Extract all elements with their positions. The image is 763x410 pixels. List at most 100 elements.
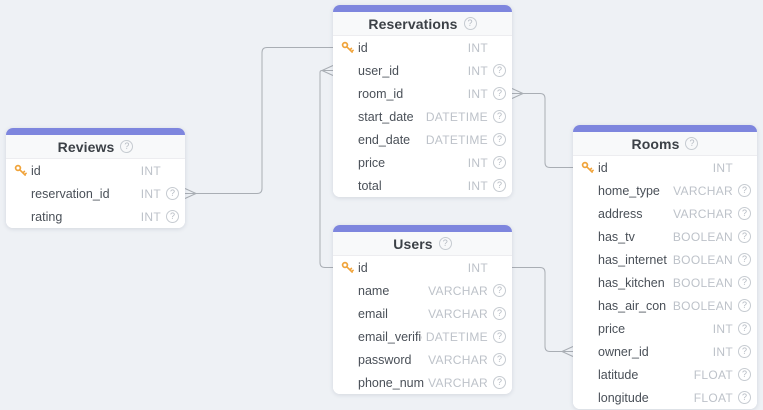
field-row-rating[interactable]: ratingINT? [6, 205, 185, 228]
field-help-icon[interactable]: ? [493, 133, 506, 146]
field-help-icon[interactable]: ? [738, 391, 751, 404]
table-reviews[interactable]: Reviews?idINTreservation_idINT?ratingINT… [6, 128, 185, 228]
field-help-icon[interactable]: ? [738, 299, 751, 312]
field-name: id [31, 164, 137, 178]
field-help-icon[interactable]: ? [493, 330, 506, 343]
field-help-icon[interactable]: ? [493, 179, 506, 192]
field-type: BOOLEAN [673, 299, 733, 313]
field-row-reservation_id[interactable]: reservation_idINT? [6, 182, 185, 205]
field-help-icon[interactable]: ? [738, 345, 751, 358]
relationship-line[interactable] [320, 66, 333, 268]
field-row-price[interactable]: priceINT? [333, 151, 512, 174]
field-row-has_internet[interactable]: has_internetBOOLEAN? [573, 248, 757, 271]
table-title: Reviews [58, 139, 115, 155]
field-row-total[interactable]: totalINT? [333, 174, 512, 197]
field-type: VARCHAR [673, 207, 733, 221]
field-name: home_type [598, 184, 669, 198]
field-row-address[interactable]: address VARCHAR? [573, 202, 757, 225]
field-name: end_date [358, 133, 422, 147]
field-help-icon[interactable]: ? [493, 353, 506, 366]
field-row-home_type[interactable]: home_type VARCHAR? [573, 179, 757, 202]
field-help-icon[interactable]: ? [493, 110, 506, 123]
field-name: latitude [598, 368, 690, 382]
table-help-icon[interactable]: ? [439, 237, 452, 250]
field-help-icon[interactable]: ? [493, 87, 506, 100]
field-row-id[interactable]: idINT [573, 156, 757, 179]
field-row-owner_id[interactable]: owner_idINT? [573, 340, 757, 363]
field-type: VARCHAR [428, 307, 488, 321]
field-row-name[interactable]: nameVARCHAR? [333, 279, 512, 302]
table-help-icon[interactable]: ? [120, 140, 133, 153]
field-name: start_date [358, 110, 422, 124]
relationship-line[interactable] [185, 48, 333, 199]
table-header[interactable]: Reviews? [6, 135, 185, 159]
field-help-icon[interactable]: ? [166, 210, 179, 223]
field-name: room_id [358, 87, 464, 101]
field-row-has_tv[interactable]: has_tvBOOLEAN? [573, 225, 757, 248]
field-row-has_air_con[interactable]: has_air_conBOOLEAN? [573, 294, 757, 317]
field-row-user_id[interactable]: user_id INT? [333, 59, 512, 82]
table-header[interactable]: Rooms? [573, 132, 757, 156]
field-row-end_date[interactable]: end_dateDATETIME? [333, 128, 512, 151]
field-type: INT [468, 64, 488, 78]
field-row-email_verified[interactable]: email_verified_ DATETIME? [333, 325, 512, 348]
table-header[interactable]: Users? [333, 232, 512, 256]
table-title: Reservations [368, 16, 457, 32]
primary-key-icon [341, 41, 358, 54]
field-help-icon[interactable]: ? [738, 207, 751, 220]
table-users[interactable]: Users?idINTnameVARCHAR?emailVARCHAR?emai… [333, 225, 512, 394]
field-row-price[interactable]: price INT? [573, 317, 757, 340]
field-name: address [598, 207, 669, 221]
field-row-has_kitchen[interactable]: has_kitchenBOOLEAN? [573, 271, 757, 294]
field-name: has_kitchen [598, 276, 669, 290]
field-row-phone_numbe[interactable]: phone_numbeVARCHAR? [333, 371, 512, 394]
field-rows: idINTnameVARCHAR?emailVARCHAR?email_veri… [333, 256, 512, 394]
field-help-icon[interactable]: ? [493, 64, 506, 77]
field-row-latitude[interactable]: latitudeFLOAT? [573, 363, 757, 386]
table-help-icon[interactable]: ? [685, 137, 698, 150]
relationship-path[interactable] [523, 94, 573, 168]
table-accent-bar [6, 128, 185, 135]
field-name: reservation_id [31, 187, 137, 201]
field-help-icon[interactable]: ? [493, 156, 506, 169]
field-help-icon[interactable]: ? [738, 276, 751, 289]
field-name: price [598, 322, 709, 336]
relationship-path[interactable] [196, 48, 333, 194]
table-accent-bar [573, 125, 757, 132]
field-row-id[interactable]: idINT [6, 159, 185, 182]
field-name: id [598, 161, 709, 175]
field-help-icon[interactable]: ? [738, 230, 751, 243]
field-help-icon[interactable]: ? [738, 322, 751, 335]
field-type: INT [468, 261, 488, 275]
field-row-id[interactable]: idINT [333, 36, 512, 59]
field-help-icon[interactable]: ? [493, 284, 506, 297]
field-type: INT [141, 210, 161, 224]
field-type: DATETIME [426, 110, 488, 124]
field-help-icon[interactable]: ? [738, 184, 751, 197]
field-row-start_date[interactable]: start_date DATETIME? [333, 105, 512, 128]
table-rooms[interactable]: Rooms?idINThome_typeVARCHAR?addressVARCH… [573, 125, 757, 409]
field-help-icon[interactable]: ? [738, 253, 751, 266]
field-name: user_id [358, 64, 464, 78]
table-help-icon[interactable]: ? [464, 17, 477, 30]
relationship-line[interactable] [512, 89, 573, 168]
relationship-path[interactable] [320, 71, 333, 268]
table-header[interactable]: Reservations? [333, 12, 512, 36]
field-row-password[interactable]: passwordVARCHAR? [333, 348, 512, 371]
field-type: DATETIME [426, 330, 488, 344]
field-help-icon[interactable]: ? [493, 307, 506, 320]
field-name: email_verified_ [358, 330, 422, 344]
field-help-icon[interactable]: ? [738, 368, 751, 381]
field-type: VARCHAR [673, 184, 733, 198]
field-help-icon[interactable]: ? [166, 187, 179, 200]
field-row-room_id[interactable]: room_idINT? [333, 82, 512, 105]
field-type: INT [713, 322, 733, 336]
table-reservations[interactable]: Reservations?idINTuser_idINT?room_idINT?… [333, 5, 512, 197]
relationship-line[interactable] [512, 268, 573, 357]
field-row-email[interactable]: emailVARCHAR? [333, 302, 512, 325]
relationship-path[interactable] [512, 268, 562, 352]
field-row-longitude[interactable]: longitudeFLOAT? [573, 386, 757, 409]
field-row-id[interactable]: idINT [333, 256, 512, 279]
field-help-icon[interactable]: ? [493, 376, 506, 389]
